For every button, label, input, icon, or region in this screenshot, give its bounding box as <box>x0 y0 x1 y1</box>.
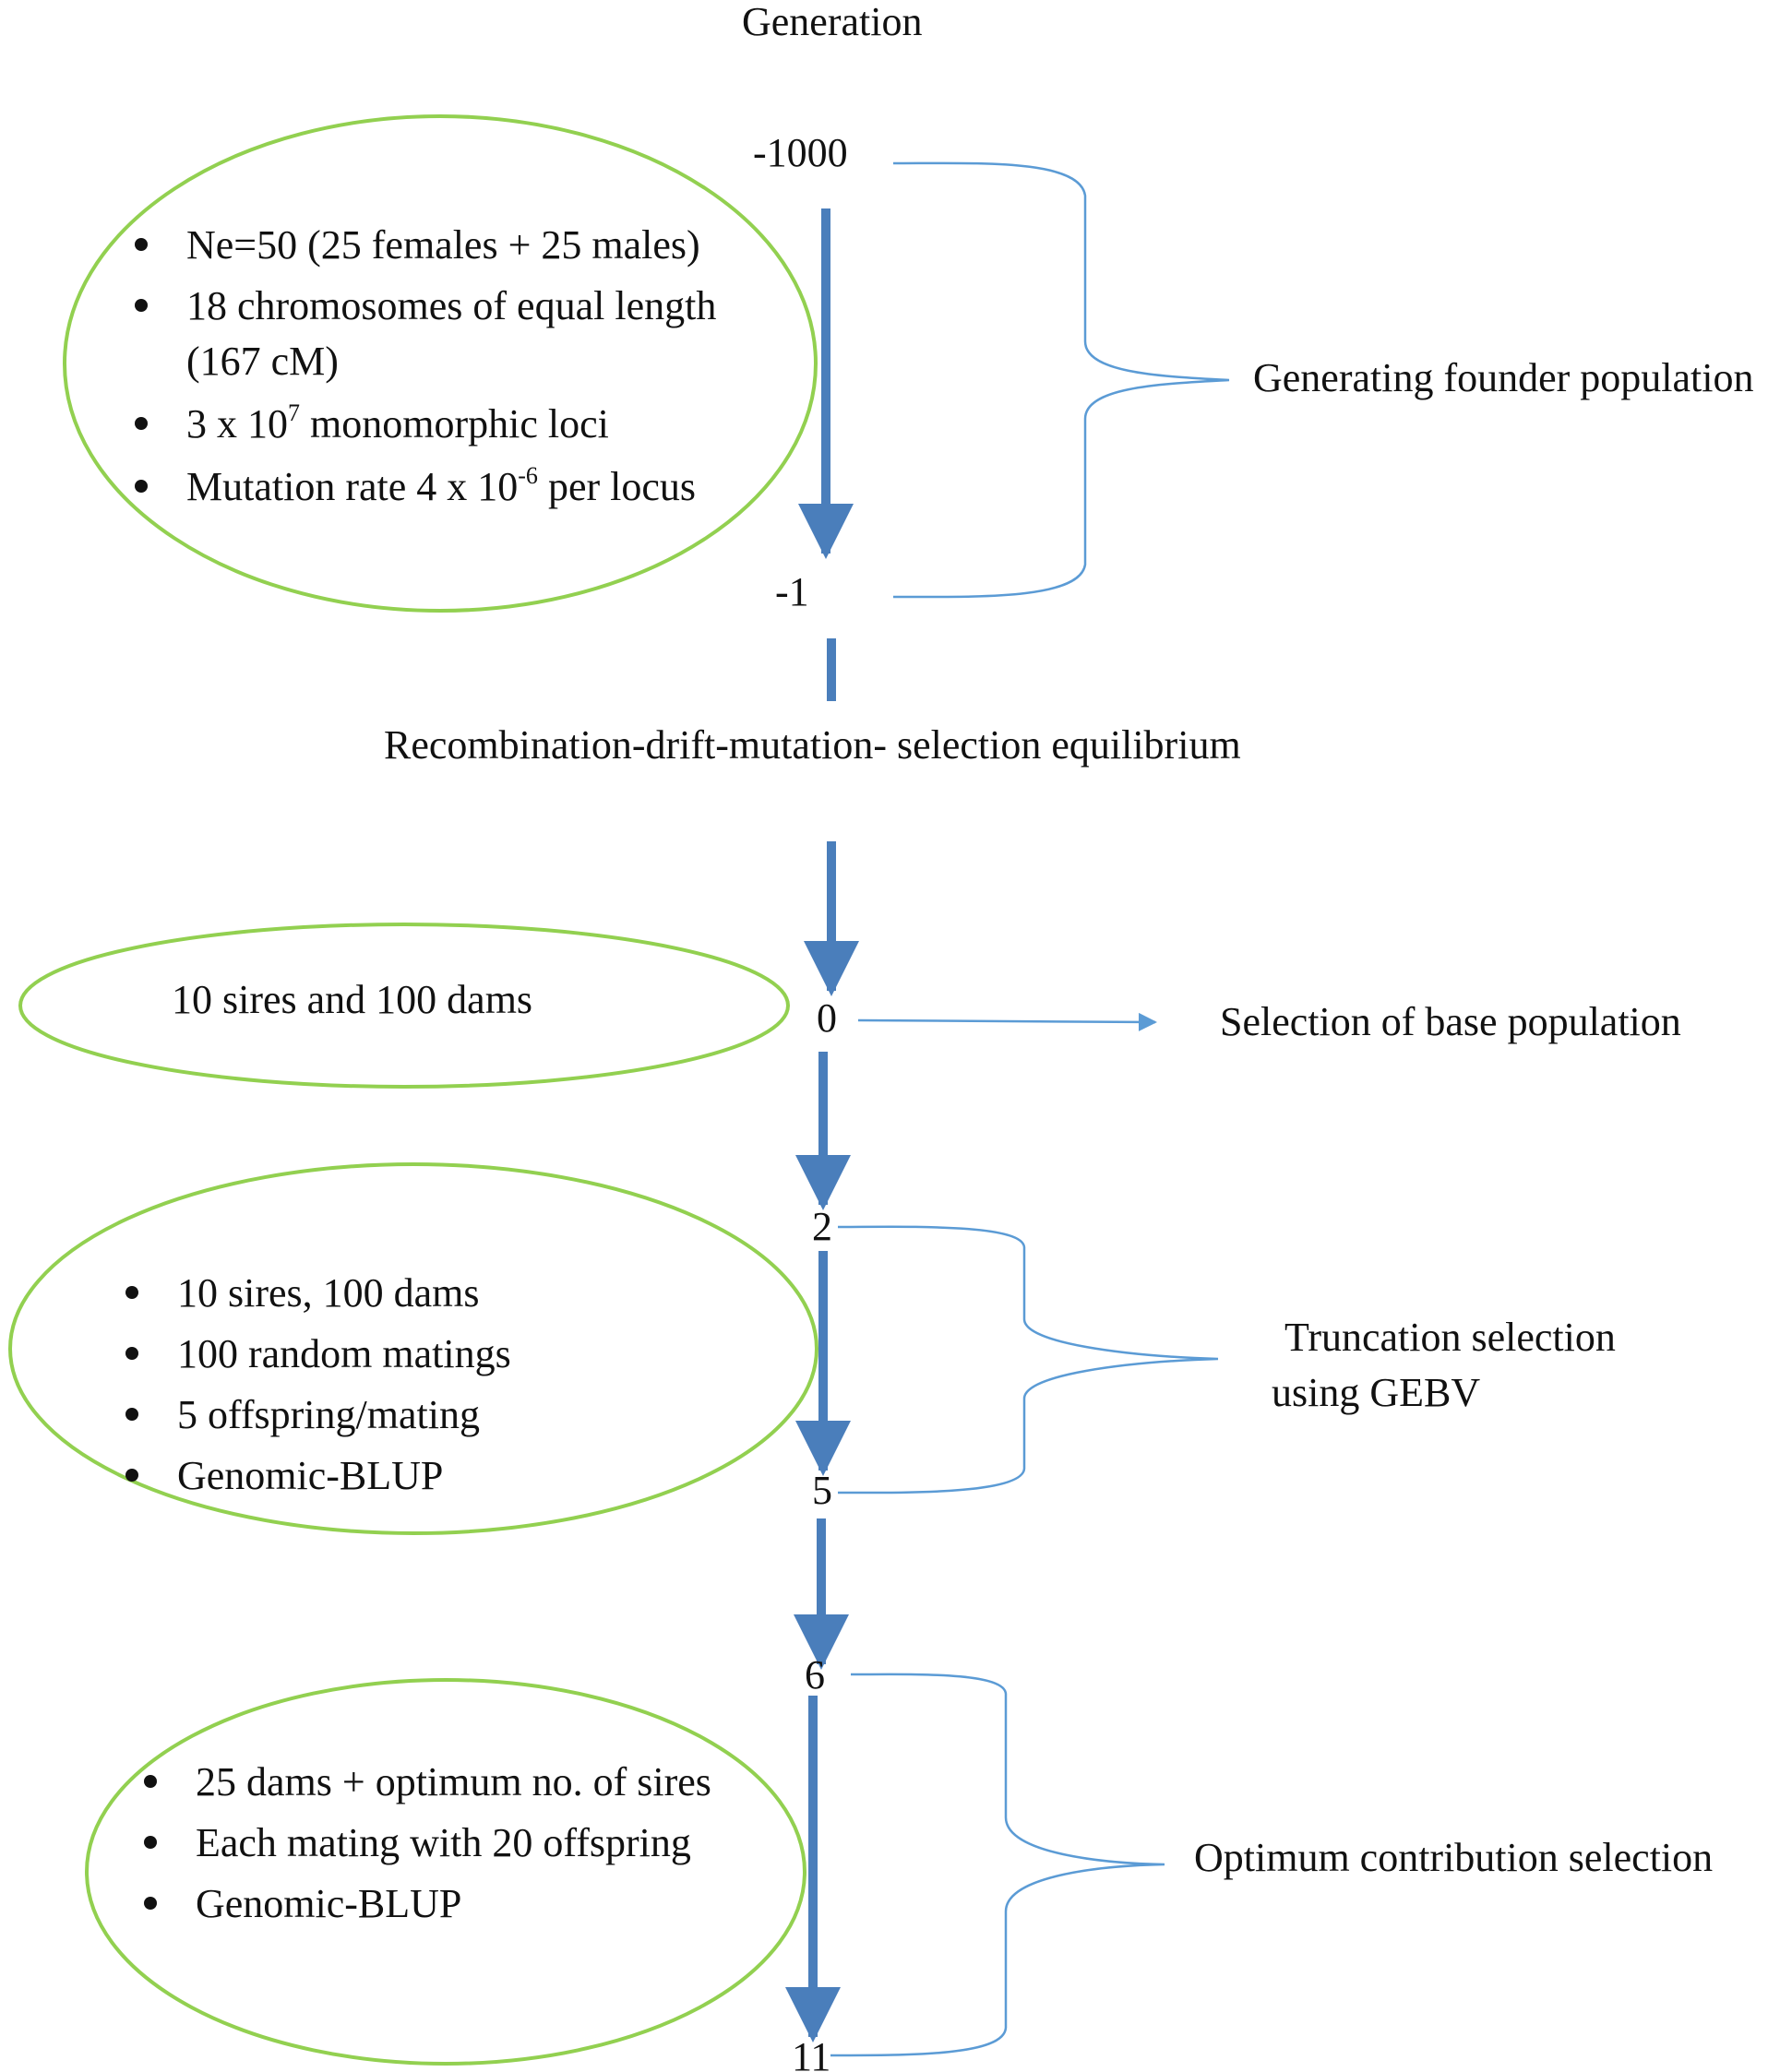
founder-chrom-line1: 18 chromosomes of equal length <box>186 283 717 328</box>
founder-brace <box>892 161 1230 599</box>
founder-loci-prefix: 3 x 10 <box>186 401 288 447</box>
founder-chrom-line2: (167 cM) <box>186 339 339 384</box>
generation-2: 2 <box>812 1204 832 1249</box>
founder-ne-text: Ne=50 (25 females + 25 males) <box>186 222 700 268</box>
truncation-bullet: Genomic-BLUP <box>116 1456 511 1496</box>
founder-bullet-ne: Ne=50 (25 females + 25 males) <box>125 225 716 266</box>
base-pointer-arrow <box>857 1012 1157 1031</box>
truncation-brace <box>837 1225 1219 1494</box>
generation-0: 0 <box>817 995 837 1041</box>
founder-mut-exponent: -6 <box>518 462 538 489</box>
founder-bullet-chromosomes: 18 chromosomes of equal length (167 cM) <box>125 286 716 382</box>
optimum-bullet-text: 25 dams + optimum no. of sires <box>196 1759 711 1804</box>
optimum-bullet-text: Genomic-BLUP <box>196 1881 462 1926</box>
truncation-bullet-text: 100 random matings <box>177 1331 511 1376</box>
truncation-bullet-text: 5 offspring/mating <box>177 1392 480 1437</box>
founder-bullet-list: Ne=50 (25 females + 25 males) 18 chromos… <box>125 225 716 507</box>
equilibrium-label: Recombination-drift-mutation- selection … <box>384 722 1241 768</box>
optimum-bullet-list: 25 dams + optimum no. of sires Each mati… <box>135 1762 711 1924</box>
truncation-bullet: 5 offspring/mating <box>116 1395 511 1435</box>
founder-loci-suffix: monomorphic loci <box>300 401 609 447</box>
generation-minus-1000: -1000 <box>753 130 848 175</box>
optimum-brace <box>830 1673 1165 2057</box>
truncation-ellipse <box>8 1162 818 1535</box>
base-label: Selection of base population <box>1220 999 1681 1044</box>
truncation-bullet: 10 sires, 100 dams <box>116 1273 511 1314</box>
optimum-bullet: Each mating with 20 offspring <box>135 1823 711 1864</box>
founder-bullet-loci: 3 x 107 monomorphic loci <box>125 401 716 447</box>
founder-mut-suffix: per locus <box>537 464 696 509</box>
generation-minus-1: -1 <box>775 569 809 614</box>
truncation-bullet: 100 random matings <box>116 1334 511 1375</box>
base-text: 10 sires and 100 dams <box>172 977 533 1022</box>
founder-mut-prefix: Mutation rate 4 x 10 <box>186 464 519 509</box>
generation-header: Generation <box>742 0 923 44</box>
truncation-label-line2: using GEBV <box>1272 1370 1481 1415</box>
founder-loci-exponent: 7 <box>288 399 300 426</box>
optimum-bullet: Genomic-BLUP <box>135 1884 711 1924</box>
generation-5: 5 <box>812 1468 832 1513</box>
optimum-bullet-text: Each mating with 20 offspring <box>196 1820 691 1865</box>
optimum-ellipse <box>85 1678 806 2066</box>
generation-6: 6 <box>805 1652 825 1697</box>
founder-bullet-mutation: Mutation rate 4 x 10-6 per locus <box>125 464 716 509</box>
truncation-bullet-text: 10 sires, 100 dams <box>177 1270 480 1316</box>
founder-ellipse <box>63 114 818 613</box>
optimum-label: Optimum contribution selection <box>1194 1835 1714 1880</box>
truncation-bullet-text: Genomic-BLUP <box>177 1453 444 1498</box>
generation-11: 11 <box>792 2034 831 2072</box>
founder-label: Generating founder population <box>1253 355 1754 400</box>
base-ellipse <box>18 923 790 1089</box>
optimum-bullet: 25 dams + optimum no. of sires <box>135 1762 711 1803</box>
truncation-bullet-list: 10 sires, 100 dams 100 random matings 5 … <box>116 1273 511 1496</box>
truncation-label-line1: Truncation selection <box>1284 1315 1616 1360</box>
